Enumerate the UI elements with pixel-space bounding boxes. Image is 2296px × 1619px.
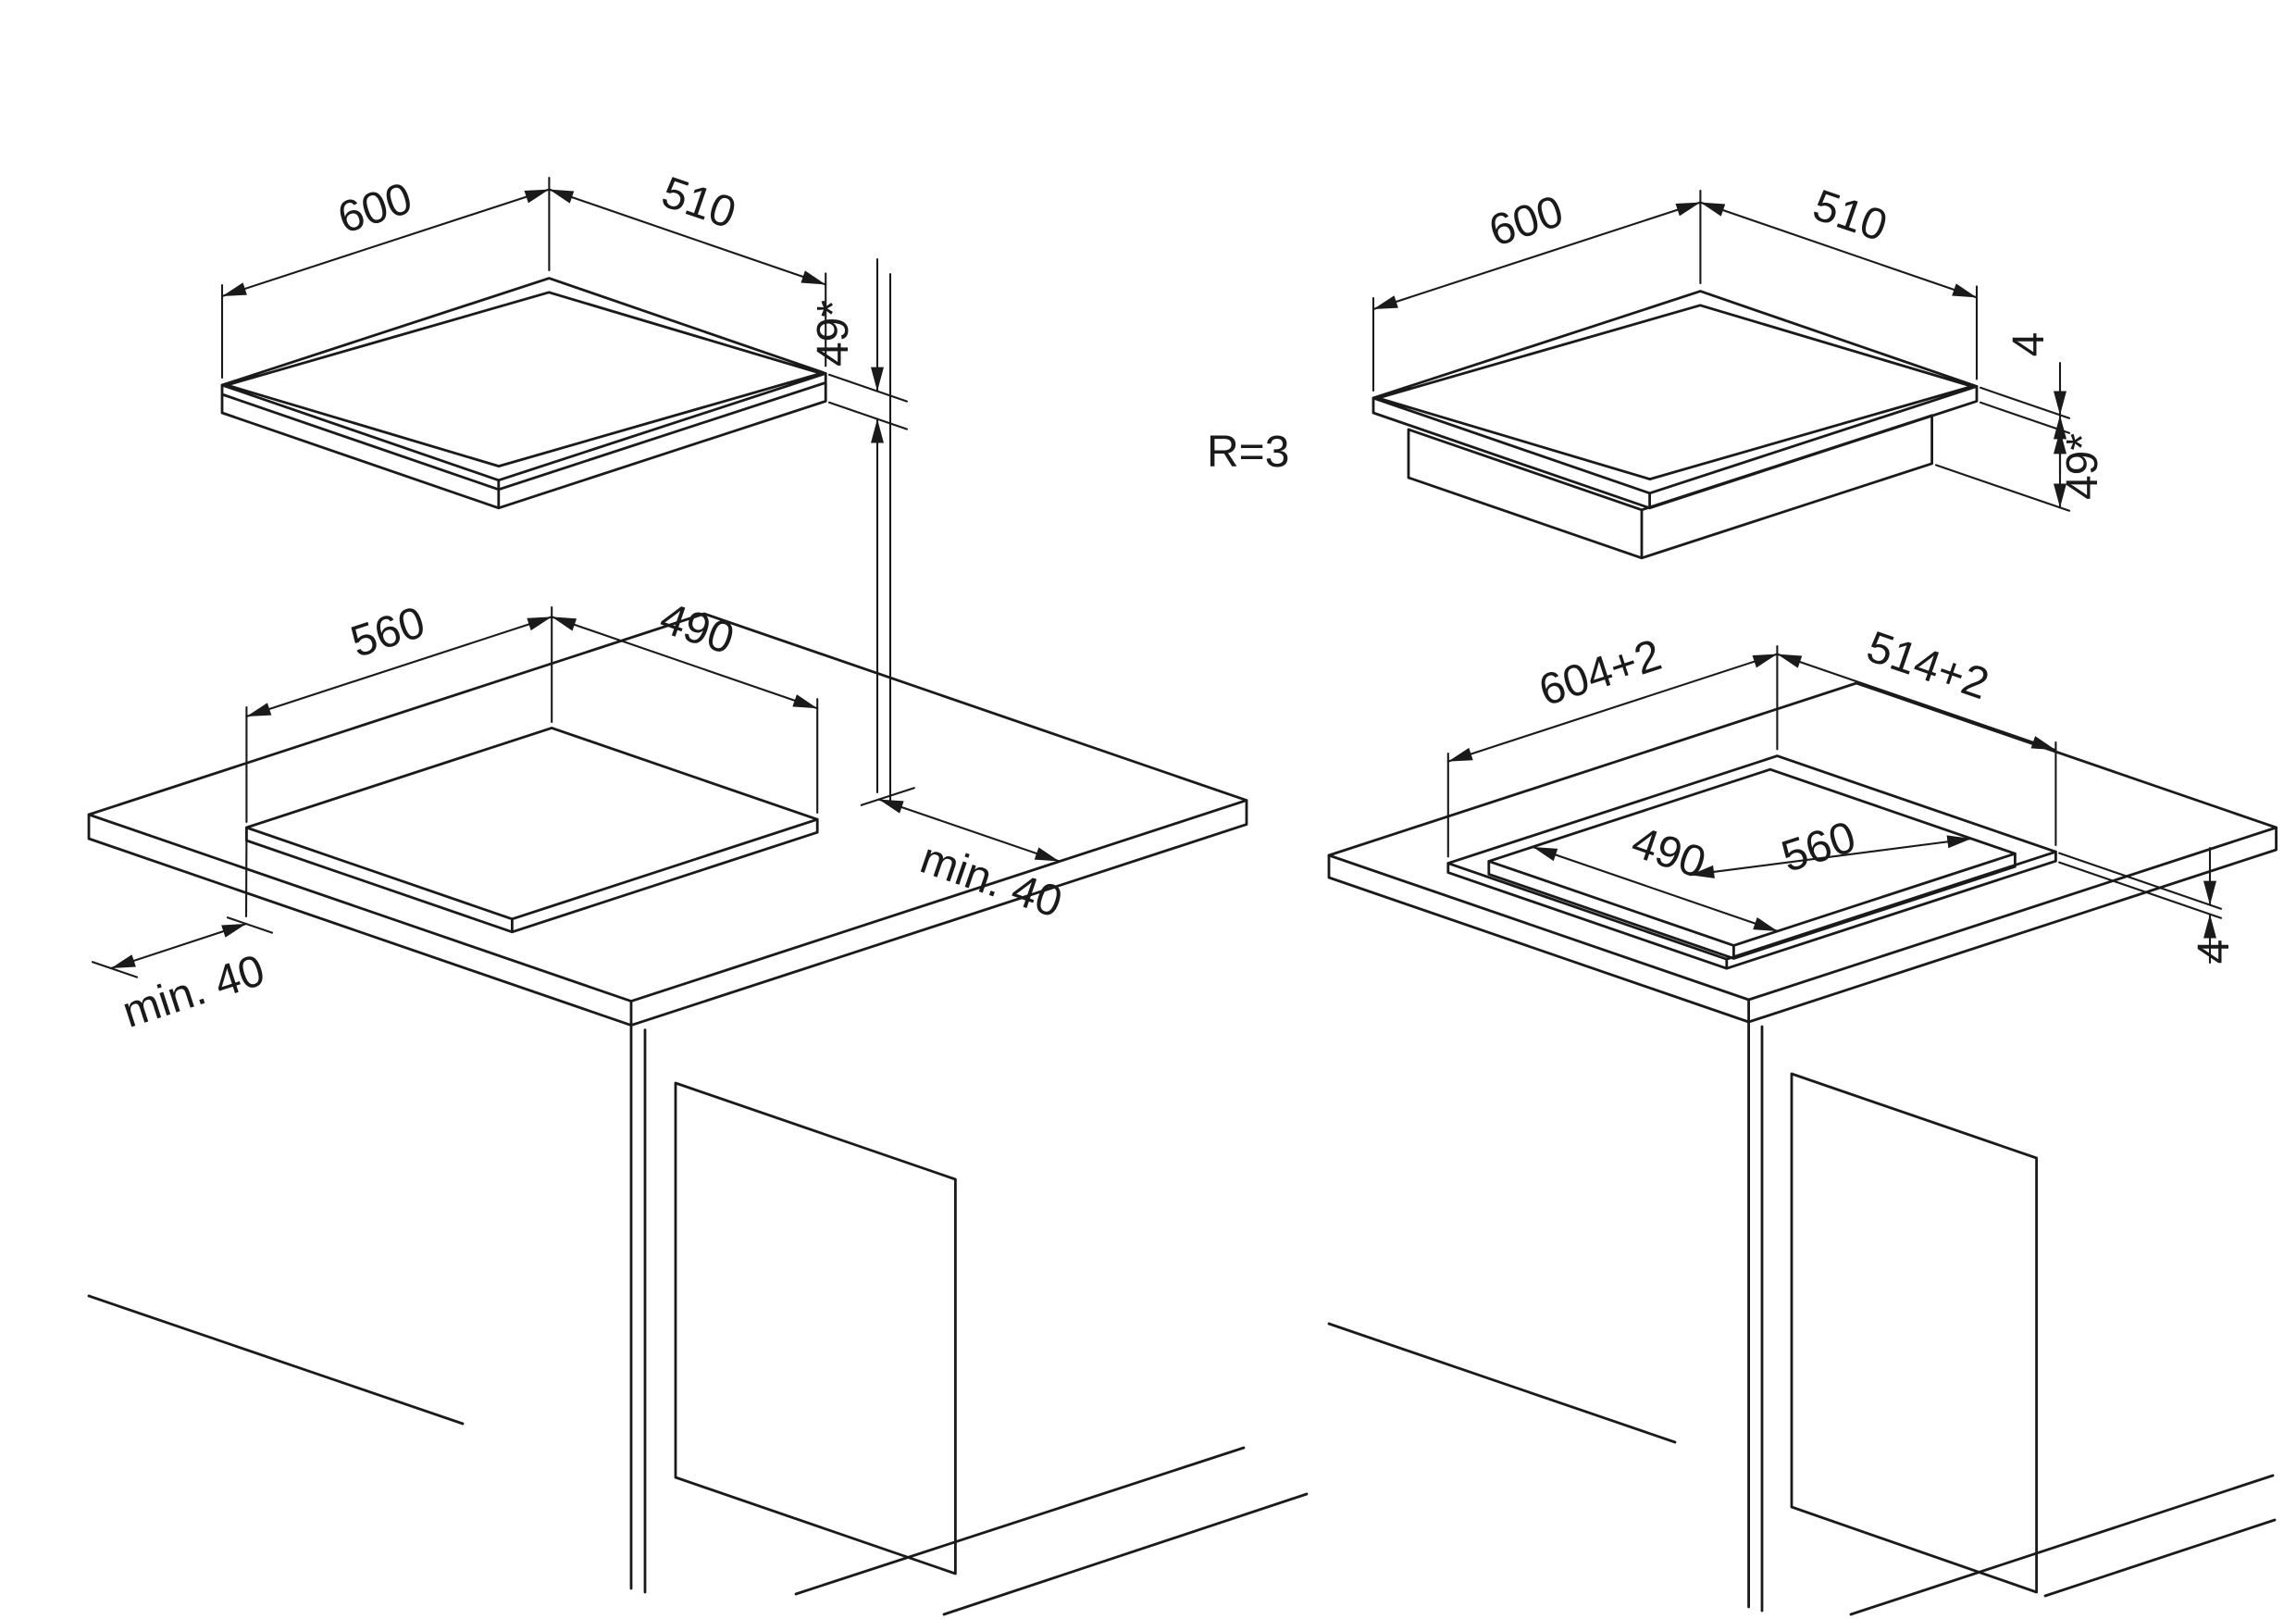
cabinet-door-panel — [1790, 1072, 2038, 1594]
dimension-clearance-front-right: min. 40 — [914, 834, 1068, 928]
hob-outline — [220, 277, 827, 510]
worktop-top-surface — [87, 612, 1248, 1003]
hob-outline — [1371, 290, 1979, 560]
floor-lines — [87, 1294, 1309, 1616]
cutout-depth-witness-lines — [1493, 841, 1791, 945]
dimension-line-recess-width — [1446, 653, 1779, 763]
right-installation-view: 600 510 4 49* R=3 — [1207, 181, 2277, 1616]
dimension-step-depth: 4 — [2190, 940, 2239, 965]
dimension-line-clearance-right — [877, 798, 1061, 863]
dimension-hob-depth: 510 — [656, 168, 742, 238]
left-installation-view: 600 510 49* 560 490 min. 40 min. 40 — [87, 168, 1309, 1616]
hob-top-surface — [220, 277, 827, 482]
dimension-line-clearance-left — [109, 922, 248, 970]
dimension-hob-width: 600 — [332, 174, 418, 243]
dimension-line-recess-depth — [1776, 653, 2057, 752]
dimension-line-cutout-width — [1689, 835, 1973, 878]
hob-dimensions: 600 510 4 49* R=3 — [1207, 181, 2107, 512]
cutout-walls — [1487, 852, 2017, 960]
dimension-cutout-depth: 490 — [654, 593, 740, 664]
dimension-hob-height: 49* — [2058, 433, 2107, 500]
cabinet-outline — [1327, 1020, 2277, 1616]
left-dimensions: 600 510 49* 560 490 min. 40 min. 40 — [91, 168, 1096, 1038]
dimension-hob-width: 600 — [1483, 187, 1570, 256]
dimension-hob-height: 49* — [809, 300, 858, 367]
hob-side-faces — [220, 372, 827, 510]
dimension-recess-width: 604+2 — [1533, 630, 1668, 716]
cabinet-edge-lines — [629, 1024, 647, 1594]
clearance-right-witness-lines — [860, 787, 1096, 870]
cabinet-door-panel — [674, 1081, 957, 1575]
worktop-front-edge — [1327, 826, 2277, 1024]
hob-height-witness-lines — [827, 373, 909, 430]
corner-radius-label: R=3 — [1207, 428, 1289, 477]
dimension-cutout-width: 560 — [1776, 813, 1862, 882]
dimension-line-cutout-depth — [1532, 845, 1780, 933]
dimension-hob-depth: 510 — [1807, 181, 1893, 251]
cabinet-edge-lines — [1747, 1020, 1764, 1613]
cutout-outline — [1487, 767, 2017, 947]
dimension-cutout-width: 560 — [345, 598, 431, 667]
hob-body — [1407, 414, 1933, 560]
dimension-line-hob-width — [220, 188, 551, 298]
floor-lines — [1327, 1322, 2277, 1616]
dimension-line-cutout-width — [245, 616, 553, 718]
dimension-recess-depth: 514+2 — [1861, 622, 1995, 709]
worktop-front-edge — [87, 799, 1248, 1027]
step-depth-witness-lines — [2058, 852, 2223, 919]
worktop-cutout — [245, 727, 819, 921]
dimension-line-hob-width — [1371, 201, 1702, 311]
hob-top-surface — [1371, 290, 1979, 495]
dimension-line-hob-depth — [1699, 201, 1979, 299]
dimension-line-cutout-depth — [551, 616, 819, 710]
hob-rim-faces — [1371, 385, 1979, 510]
dimension-line-hob-depth — [548, 188, 827, 286]
worktop-cutout-walls — [245, 817, 819, 934]
clearance-left-witness-lines — [91, 833, 274, 978]
cabinet-outline — [87, 1024, 1309, 1616]
worktop-outline — [87, 612, 1248, 1027]
rim-height-witness-lines — [1934, 386, 2071, 512]
dimension-cutout-depth: 490 — [1626, 817, 1712, 888]
dimension-rim-height: 4 — [2004, 332, 2054, 357]
